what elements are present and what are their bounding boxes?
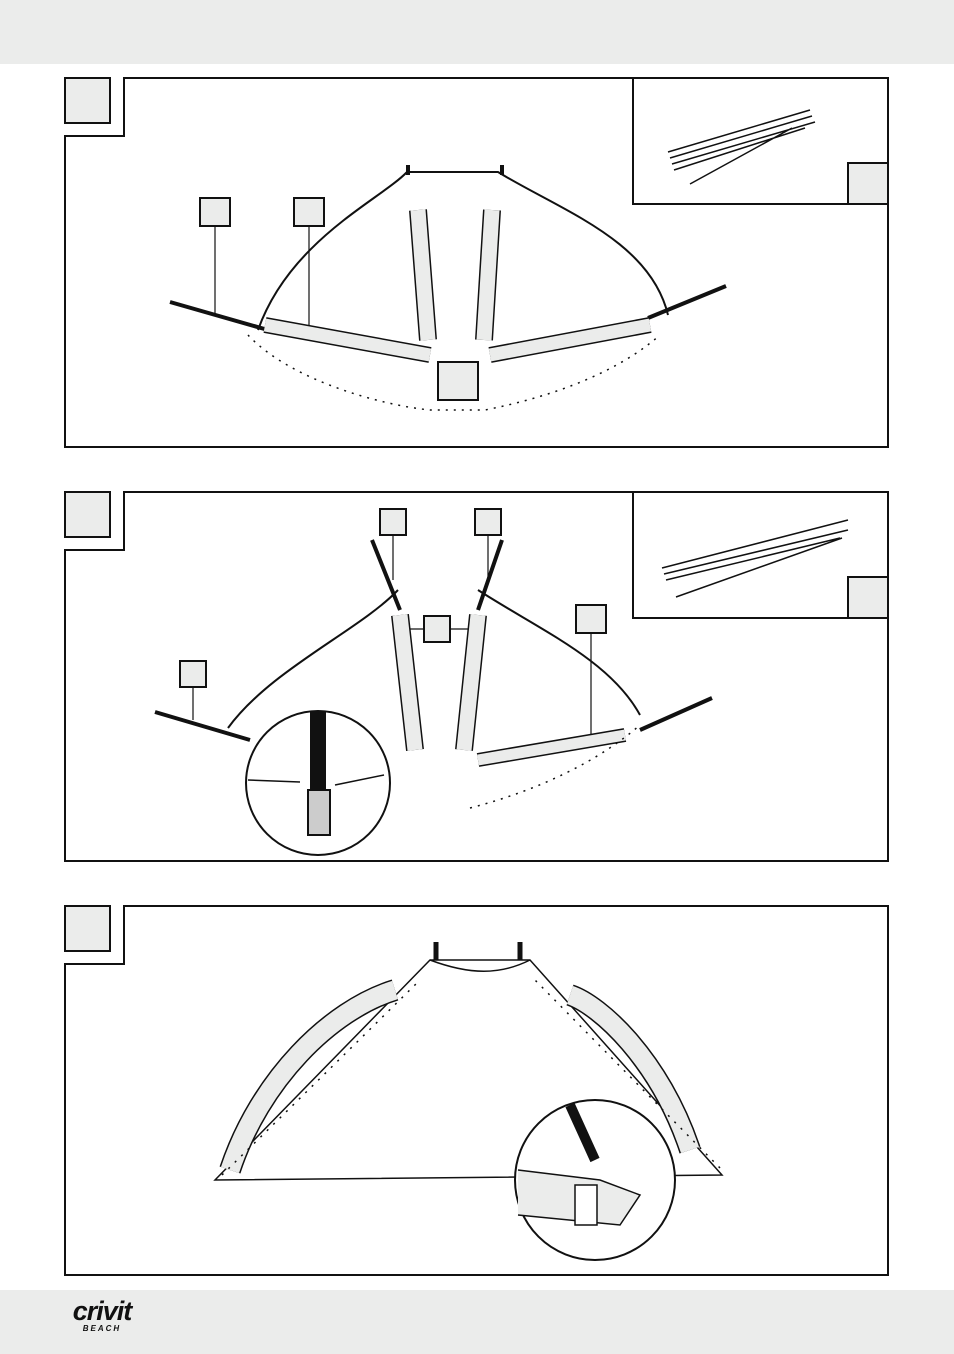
figure-3 bbox=[64, 905, 889, 1276]
folded-poles-icon bbox=[667, 109, 816, 185]
figure-2 bbox=[64, 491, 889, 862]
footer-band bbox=[0, 1290, 954, 1354]
figure-1 bbox=[64, 77, 889, 448]
header-band bbox=[0, 0, 954, 64]
folded-poles-icon bbox=[661, 519, 849, 598]
logo-sub: BEACH bbox=[82, 1324, 122, 1333]
crivit-beach-logo: crivit BEACH bbox=[62, 1296, 142, 1334]
label-box bbox=[199, 197, 231, 227]
logo-brand: crivit bbox=[72, 1296, 133, 1326]
label-box bbox=[293, 197, 325, 227]
